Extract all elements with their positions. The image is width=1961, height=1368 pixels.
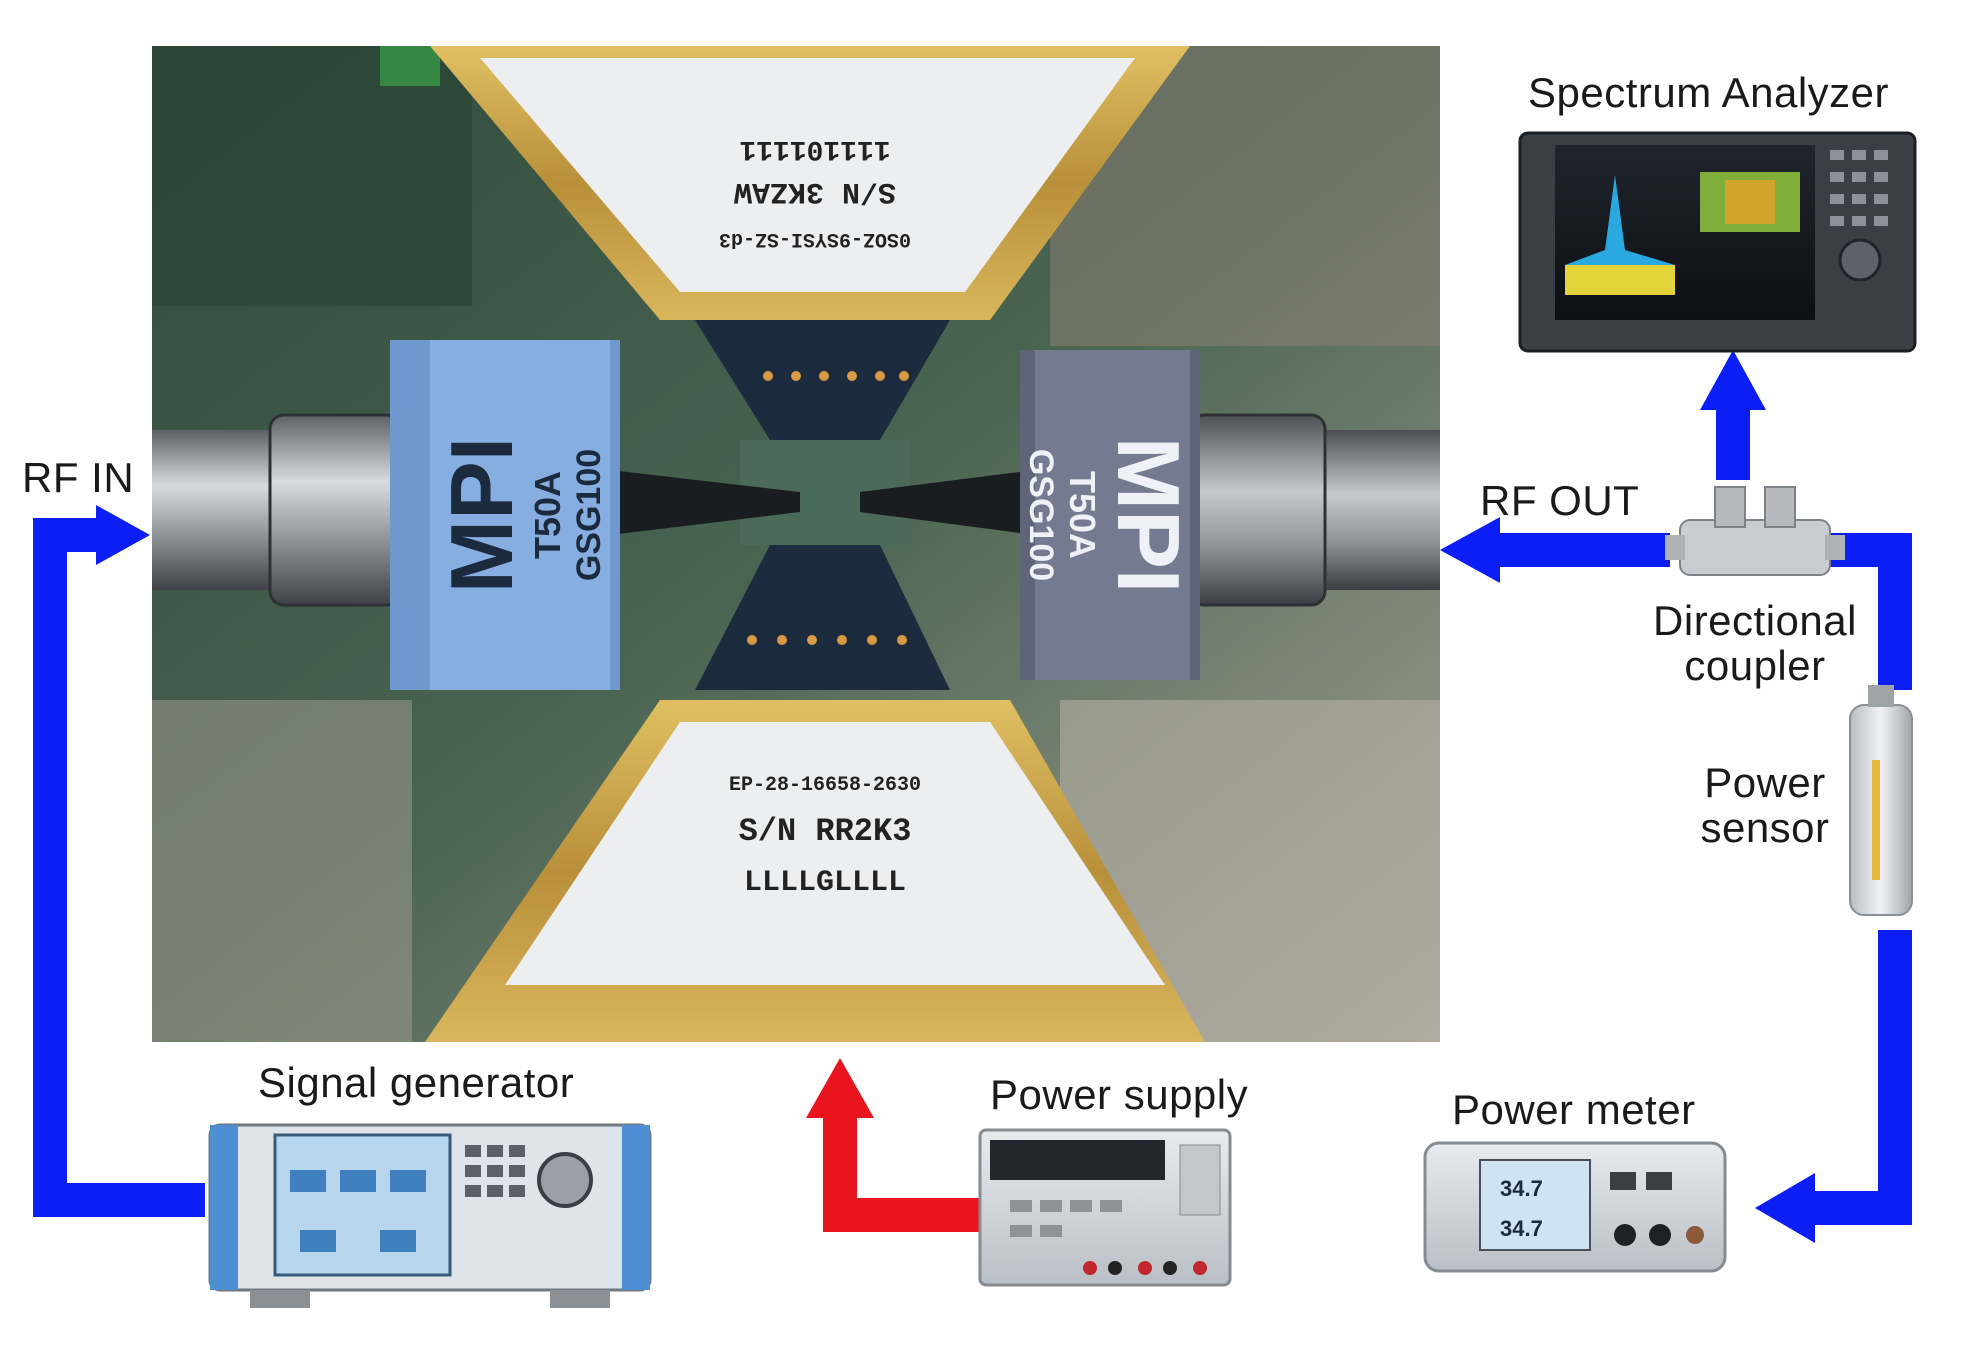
power-sensor-label-line1: Power bbox=[1704, 759, 1826, 806]
dc-supply-path bbox=[823, 1110, 980, 1232]
rf-probe-left-nut bbox=[268, 413, 402, 607]
arrow-left-icon bbox=[1755, 1173, 1815, 1243]
spectrum-analyzer-trace bbox=[1565, 175, 1675, 265]
directional-coupler-port bbox=[1825, 535, 1845, 560]
pcb-patch bbox=[380, 46, 440, 86]
power-meter-reading-1: 34.7 bbox=[1500, 1176, 1543, 1201]
power-meter-screen bbox=[1479, 1159, 1591, 1251]
sensor-to-meter-path bbox=[1810, 930, 1912, 1225]
dut-bond-pads-top bbox=[763, 371, 909, 381]
rf-probe-left-face bbox=[430, 340, 610, 690]
power-supply-label: Power supply bbox=[990, 1071, 1249, 1118]
probe-tip-left bbox=[610, 470, 800, 535]
signal-generator-foot bbox=[550, 1290, 610, 1308]
coupler-to-sensor-path bbox=[1830, 533, 1912, 690]
power-meter-port bbox=[1614, 1224, 1636, 1246]
pcb-patch bbox=[152, 46, 472, 306]
power-supply bbox=[978, 1128, 1232, 1287]
power-meter: 34.7 34.7 bbox=[1423, 1141, 1727, 1273]
signal-generator bbox=[208, 1123, 652, 1308]
power-meter-label: Power meter bbox=[1452, 1086, 1696, 1133]
directional-coupler-label-line1: Directional bbox=[1653, 597, 1857, 644]
directional-coupler-port bbox=[1764, 486, 1796, 528]
directional-coupler-port bbox=[1665, 535, 1685, 560]
signal-paths bbox=[33, 350, 1912, 1243]
arrow-left-icon bbox=[1440, 517, 1500, 583]
power-sensor bbox=[1849, 685, 1913, 916]
dc-probe-top-line2: S/N 3KZAW bbox=[734, 174, 896, 208]
spectrum-analyzer-knob bbox=[1838, 238, 1882, 282]
spectrum-analyzer-trace-fill bbox=[1565, 265, 1675, 295]
rf-probe-right-serial: GSG100 bbox=[1022, 449, 1060, 581]
directional-coupler bbox=[1665, 486, 1845, 576]
rf-probe-right-model: T50A bbox=[1062, 471, 1103, 559]
dut-die bbox=[610, 320, 1035, 690]
dc-probe-top-label-area bbox=[480, 58, 1135, 292]
dc-probe-top: 111101111 S/N 3KZAW 0SOZ-9SYSI-SZ-d3 bbox=[430, 46, 1190, 320]
directional-coupler-label: Directional coupler bbox=[1640, 598, 1870, 689]
power-sensor-connector bbox=[1868, 685, 1894, 707]
arrow-up-icon bbox=[1700, 350, 1766, 410]
rf-probe-left-brand: MPI bbox=[432, 437, 531, 593]
arrow-up-icon bbox=[806, 1058, 874, 1118]
spectrum-analyzer-keypad bbox=[1830, 150, 1888, 226]
power-sensor-label-line2: sensor bbox=[1700, 804, 1830, 852]
rf-probe-right: MPI T50A GSG100 bbox=[1020, 350, 1440, 680]
power-supply-buttons bbox=[1010, 1200, 1122, 1237]
dut-bond-pads-bottom bbox=[747, 635, 907, 645]
signal-generator-keypad bbox=[465, 1145, 525, 1197]
signal-generator-knob bbox=[537, 1152, 593, 1208]
signal-generator-handle-right bbox=[622, 1125, 650, 1290]
rf-out-label: RF OUT bbox=[1480, 477, 1640, 524]
rf-probe-right-brand: MPI bbox=[1099, 437, 1198, 593]
directional-coupler-label-line2: coupler bbox=[1684, 642, 1826, 690]
rf-probe-right-face bbox=[1035, 350, 1190, 680]
spectrum-analyzer-label: Spectrum Analyzer bbox=[1528, 69, 1889, 116]
power-supply-keypad bbox=[1179, 1144, 1221, 1216]
dc-probe-top-line1: 111101111 bbox=[739, 133, 890, 164]
power-sensor-label: Power sensor bbox=[1690, 760, 1840, 851]
power-meter-port bbox=[1686, 1226, 1704, 1244]
rf-probe-right-nut bbox=[1188, 413, 1327, 607]
dut-die-lower bbox=[695, 545, 950, 690]
power-meter-key bbox=[1646, 1172, 1672, 1190]
signal-generator-screen bbox=[273, 1133, 452, 1277]
power-sensor-stripe bbox=[1872, 760, 1880, 880]
signal-generator-handle-left bbox=[210, 1125, 238, 1290]
dc-probe-bottom-label-area bbox=[505, 722, 1165, 985]
probe-tip-right bbox=[860, 470, 1035, 535]
rf-probe-left: MPI T50A GSG100 bbox=[152, 340, 620, 690]
dut-photo: 111101111 S/N 3KZAW 0SOZ-9SYSI-SZ-d3 EP-… bbox=[152, 46, 1440, 1042]
signal-generator-screen-blocks bbox=[290, 1170, 426, 1252]
dc-probe-bottom: EP-28-16658-2630 S/N RR2K3 LLLLGLLLL bbox=[425, 700, 1205, 1042]
directional-coupler-port bbox=[1714, 486, 1746, 528]
pcb-patch bbox=[152, 700, 412, 1042]
rf-in-label: RF IN bbox=[22, 454, 135, 501]
dc-probe-bottom-line1: EP-28-16658-2630 bbox=[729, 774, 921, 797]
signal-generator-foot bbox=[250, 1290, 310, 1308]
rf-probe-left-model: T50A bbox=[527, 471, 568, 559]
rf-probe-left-serial: GSG100 bbox=[570, 449, 608, 581]
power-supply-display bbox=[990, 1140, 1165, 1180]
power-meter-reading-2: 34.7 bbox=[1500, 1216, 1543, 1241]
dc-probe-bottom-line2: S/N RR2K3 bbox=[739, 813, 912, 850]
power-meter-port bbox=[1649, 1224, 1671, 1246]
power-meter-key bbox=[1610, 1172, 1636, 1190]
spectrum-analyzer-panel-b-band bbox=[1725, 180, 1775, 224]
dc-probe-top-line3: 0SOZ-9SYSI-SZ-d3 bbox=[719, 227, 911, 250]
rf-in-path bbox=[33, 518, 205, 1217]
arrow-right-icon bbox=[96, 505, 150, 565]
directional-coupler-body bbox=[1679, 519, 1831, 576]
dc-probe-bottom-line3: LLLLGLLLL bbox=[744, 866, 906, 900]
power-supply-terminals bbox=[1083, 1261, 1207, 1275]
spectrum-analyzer bbox=[1518, 131, 1917, 353]
signal-generator-label: Signal generator bbox=[258, 1059, 575, 1106]
power-sensor-body bbox=[1849, 704, 1913, 916]
